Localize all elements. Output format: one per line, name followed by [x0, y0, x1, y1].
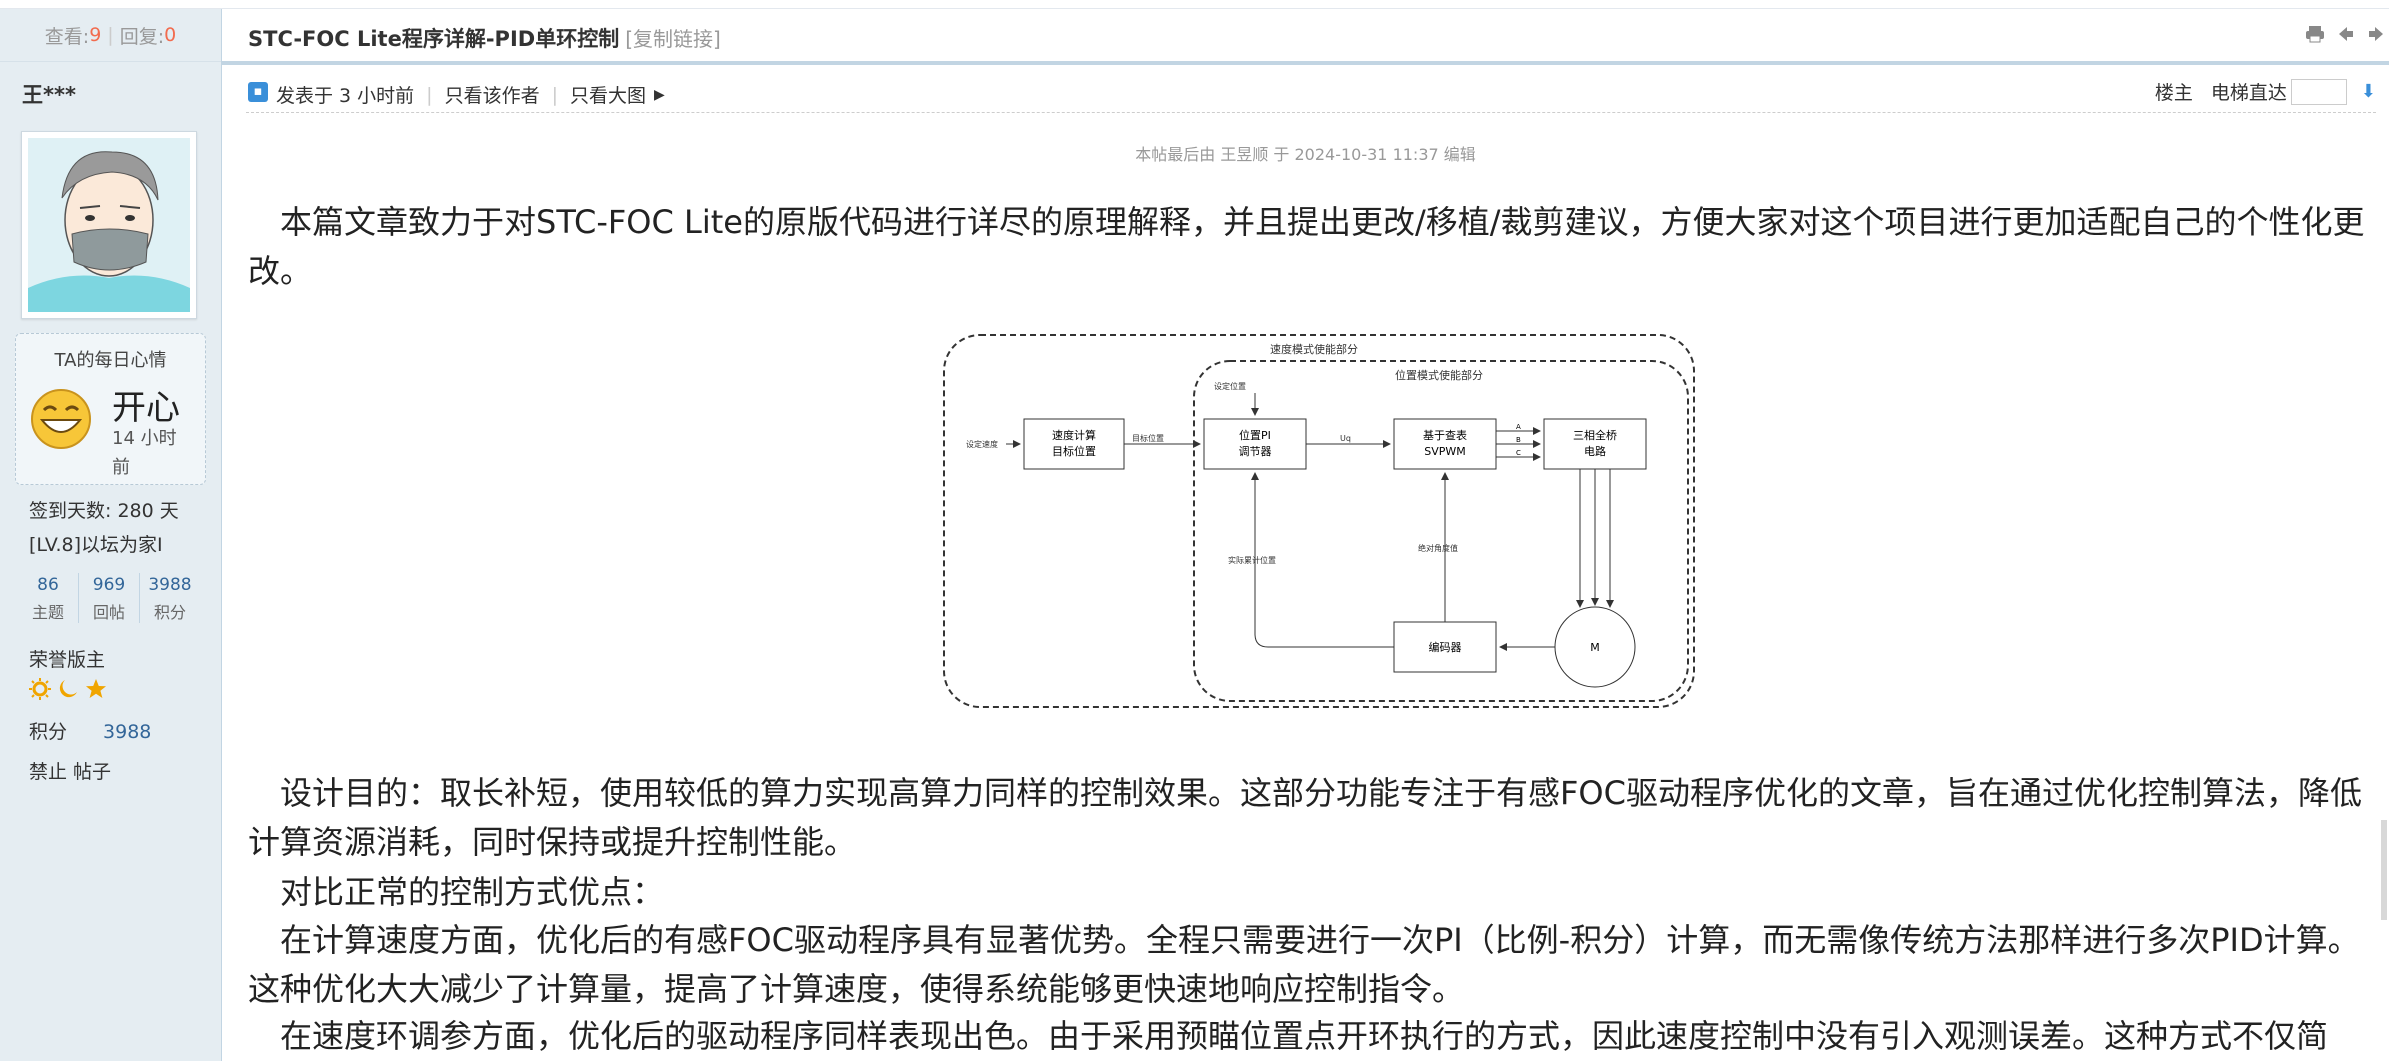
count-value: 3988: [148, 575, 192, 595]
target-pos-label: 目标位置: [1132, 433, 1164, 443]
thread-stats: 查看: 9 | 回复: 0: [0, 9, 221, 62]
phase-c-label: C: [1516, 449, 1521, 457]
author-name[interactable]: 王***: [22, 83, 76, 107]
medal-badges: [29, 678, 107, 700]
count-value: 86: [37, 575, 59, 595]
happy-face-icon: [31, 389, 91, 449]
meta-separator: |: [426, 83, 433, 106]
post-meta-links: 发表于 3 小时前 | 只看该作者 | 只看大图 ▶: [276, 81, 665, 108]
set-speed-label: 设定速度: [966, 439, 998, 449]
score-value: 3988: [103, 721, 152, 743]
speed-calc-block: [1023, 418, 1125, 470]
stats-separator: |: [107, 24, 114, 46]
thread-title: STC-FOC Lite程序详解-PID单环控制[复制链接]: [248, 23, 721, 53]
copy-link-button[interactable]: [复制链接]: [625, 27, 721, 51]
abs-angle-label: 绝对角度值: [1418, 543, 1458, 553]
position-mode-region: [1193, 360, 1689, 702]
scrollbar-thumb[interactable]: [2381, 820, 2387, 920]
floor-number-input[interactable]: [2290, 78, 2347, 105]
count-score[interactable]: 3988 积分: [140, 573, 200, 623]
phase-a-label: A: [1516, 423, 1521, 431]
prev-thread-icon[interactable]: [2337, 25, 2355, 43]
uq-label: Uq: [1340, 434, 1351, 443]
count-label: 回帖: [92, 603, 125, 622]
actual-pos-label: 实际累计位置: [1228, 555, 1276, 565]
count-value: 969: [92, 575, 126, 595]
control-diagram[interactable]: 速度模式使能部分 位置模式使能部分 设定速度 速度计算 目标位置 目标位置 设定…: [940, 331, 1700, 711]
post-nav: 楼主 电梯直达 ⬇: [2155, 78, 2376, 105]
ban-post-link[interactable]: 禁止 帖子: [29, 761, 112, 783]
views-label: 查看:: [44, 25, 90, 48]
motor-label: M: [1590, 641, 1600, 654]
tuning-paragraph: 在速度环调参方面，优化后的驱动程序同样表现出色。由于采用预瞄位置点开环执行的方式…: [280, 1017, 2329, 1055]
bridge-line1: 三相全桥: [1573, 428, 1617, 442]
pi-regulator-block: [1203, 418, 1307, 470]
print-icon[interactable]: [2305, 25, 2325, 43]
mood-word: 开心: [112, 388, 180, 428]
outer-region-label: 速度模式使能部分: [1270, 342, 1358, 356]
intro-paragraph: 本篇文章致力于对STC-FOC Lite的原版代码进行详尽的原理解释，并且提出更…: [248, 203, 2365, 290]
replies-label: 回复:: [119, 25, 165, 48]
header-actions: [2305, 25, 2385, 43]
score-label: 积分: [29, 721, 68, 743]
views-count: 9: [89, 24, 102, 46]
moon-icon: [59, 680, 77, 698]
big-image-link[interactable]: 只看大图: [570, 85, 647, 107]
count-topics[interactable]: 86 主题: [18, 573, 79, 623]
only-author-link[interactable]: 只看该作者: [444, 85, 540, 107]
author-sidebar: 查看: 9 | 回复: 0 王*** TA的每日心情 开心 14 小时前 签到天…: [0, 9, 222, 1061]
feedback-line: [1251, 472, 1394, 648]
bridge-block: [1543, 418, 1647, 470]
speed-block-line1: 速度计算: [1052, 428, 1096, 442]
daily-mood: TA的每日心情 开心 14 小时前: [15, 333, 206, 485]
pi-line1: 位置PI: [1239, 428, 1271, 442]
arrow-down-icon[interactable]: ⬇: [2360, 81, 2376, 102]
star-icon: [86, 679, 106, 698]
score-row: 积分 3988: [29, 717, 151, 744]
avatar-image: [28, 138, 190, 312]
thread-title-text: STC-FOC Lite程序详解-PID单环控制: [248, 27, 620, 51]
set-pos-label: 设定位置: [1214, 381, 1246, 391]
inner-region-label: 位置模式使能部分: [1395, 368, 1483, 382]
thread-header: STC-FOC Lite程序详解-PID单环控制[复制链接]: [222, 9, 2389, 65]
edited-note: 本帖最后由 王昱顺 于 2024-10-31 11:37 编辑: [1135, 145, 1476, 164]
avatar[interactable]: [21, 131, 197, 319]
user-level[interactable]: [LV.8]以坛为家I: [29, 534, 163, 556]
svpwm-line2: SVPWM: [1424, 445, 1466, 458]
honor-title: 荣誉版主: [29, 649, 106, 671]
posted-time: 发表于 3 小时前: [276, 85, 415, 107]
mood-time: 14 小时前: [112, 428, 177, 478]
speed-block-line2: 目标位置: [1052, 444, 1096, 458]
bridge-line2: 电路: [1584, 445, 1606, 458]
svpwm-block: [1393, 418, 1497, 470]
online-user-icon: ▪: [248, 82, 268, 102]
mood-title: TA的每日心情: [54, 350, 167, 371]
speed-paragraph: 在计算速度方面，优化后的有感FOC驱动程序具有显著优势。全程只需要进行一次PI（…: [248, 921, 2360, 1008]
next-thread-icon[interactable]: [2367, 25, 2385, 43]
purpose-paragraph: 设计目的：取长补短，使用较低的算力实现高算力同样的控制效果。这部分功能专注于有感…: [248, 774, 2362, 861]
caret-right-icon[interactable]: ▶: [654, 86, 665, 103]
elevator-label: 电梯直达: [2210, 82, 2287, 104]
speed-mode-region: [943, 334, 1695, 708]
sign-days: 签到天数: 280 天: [29, 500, 179, 522]
sun-icon: [29, 678, 51, 700]
replies-count: 0: [164, 24, 177, 46]
author-counts: 86 主题 969 回帖 3988 积分: [18, 573, 200, 623]
count-replies[interactable]: 969 回帖: [79, 573, 140, 623]
compare-paragraph: 对比正常的控制方式优点：: [280, 873, 665, 911]
top-border: [0, 0, 2389, 9]
encoder-label: 编码器: [1429, 640, 1462, 654]
pi-line2: 调节器: [1239, 445, 1272, 458]
post-meta: ▪ 发表于 3 小时前 | 只看该作者 | 只看大图 ▶ 楼主 电梯直达 ⬇: [246, 72, 2376, 113]
phase-b-label: B: [1516, 436, 1521, 444]
svpwm-line1: 基于查表: [1423, 428, 1467, 442]
meta-separator: |: [551, 83, 558, 106]
count-label: 积分: [153, 603, 186, 622]
count-label: 主题: [31, 603, 64, 622]
floor-owner-label: 楼主: [2154, 82, 2193, 104]
